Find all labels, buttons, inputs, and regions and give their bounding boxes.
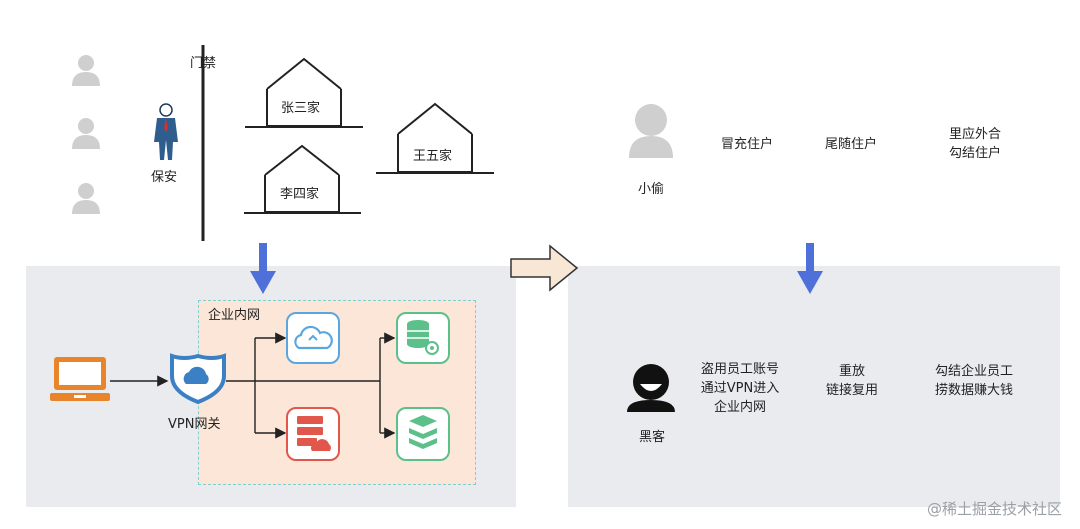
laptop-icon — [50, 357, 110, 401]
thief-icon — [629, 104, 673, 158]
hacker-icon — [627, 364, 675, 412]
house-zhangsan — [266, 57, 342, 127]
server-icon — [286, 407, 340, 461]
house-lisi — [264, 144, 340, 213]
database-settings-icon — [396, 312, 450, 364]
watermark: @稀土掘金技术社区 — [926, 500, 1062, 518]
threat-collusion: 勾结企业员工 捞数据赚大钱 — [934, 364, 1013, 398]
house-label-zhangsan: 张三家 — [281, 101, 321, 116]
vpn-gateway-label: VPN网关 — [168, 417, 221, 432]
threat-impersonate: 冒充住户 — [720, 137, 773, 152]
resident-icon-1 — [72, 55, 100, 86]
resident-icon-2 — [72, 118, 100, 149]
intranet-label: 企业内网 — [208, 308, 261, 323]
down-arrow-right — [797, 243, 823, 294]
cloud-service-icon — [286, 312, 340, 364]
threat-insider: 里应外合 勾结住户 — [948, 127, 1001, 161]
house-wangwu — [397, 102, 473, 173]
threat-stolen-account: 盗用员工账号 通过VPN进入 企业内网 — [700, 362, 780, 415]
threat-replay: 重放 链接复用 — [825, 364, 878, 398]
data-layers-icon — [396, 407, 450, 461]
house-label-wangwu: 王五家 — [413, 149, 453, 164]
hacker-label: 黑客 — [639, 430, 666, 445]
vpn-shield-icon — [170, 353, 226, 405]
house-label-lisi: 李四家 — [280, 187, 320, 202]
resident-icon-3 — [72, 183, 100, 214]
thief-label: 小偷 — [638, 182, 665, 197]
threat-tailgate: 尾随住户 — [824, 137, 877, 152]
down-arrow-left — [250, 243, 276, 294]
gate-label: 门禁 — [190, 56, 217, 71]
guard-label: 保安 — [151, 170, 178, 185]
guard-icon — [154, 103, 178, 160]
transition-arrow — [510, 244, 579, 292]
